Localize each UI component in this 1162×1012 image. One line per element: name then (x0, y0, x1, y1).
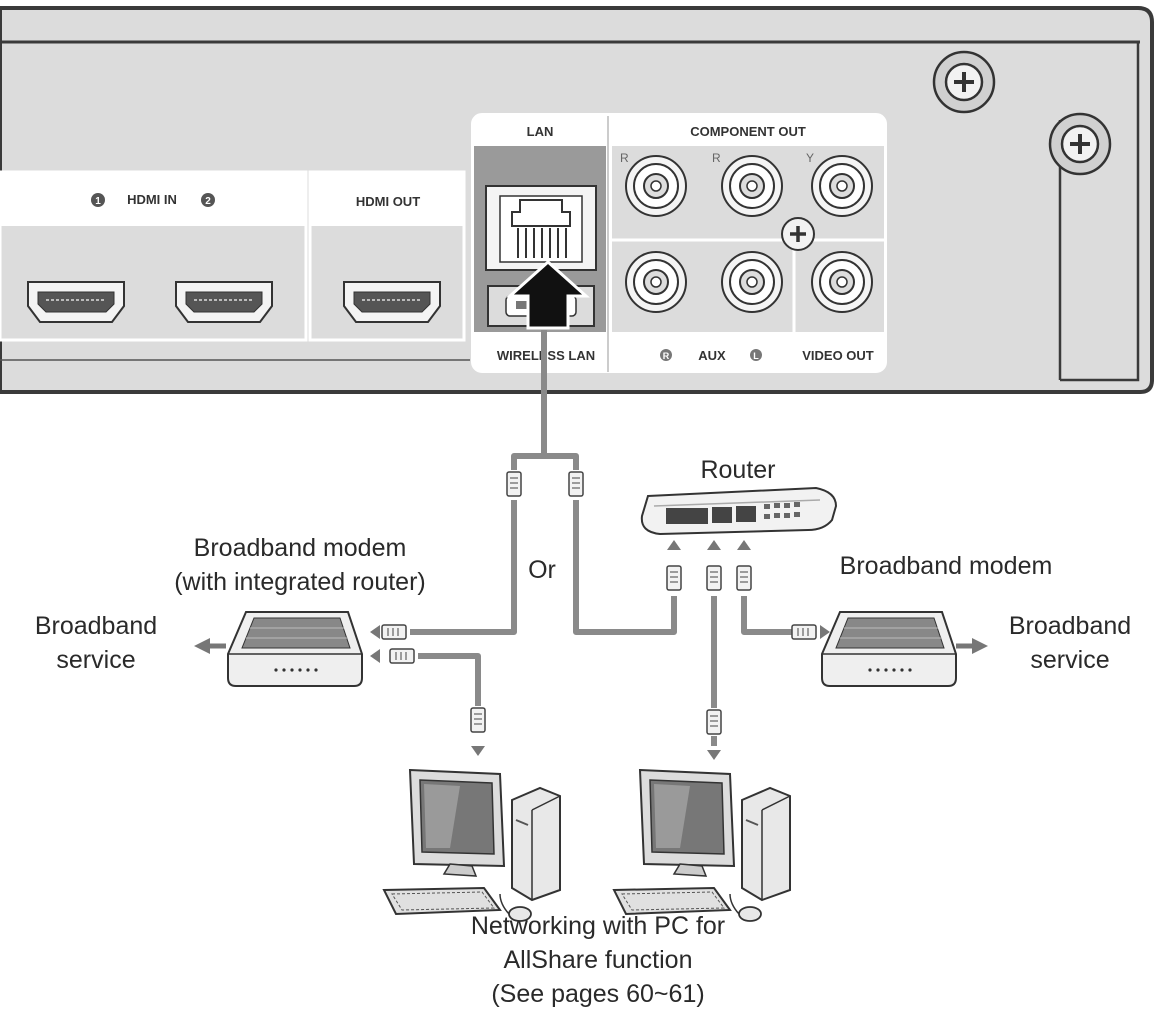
component-r2-mark: R (712, 151, 721, 165)
router-device (640, 486, 838, 536)
arrow-up-icon (506, 259, 590, 330)
lan-plug (791, 624, 817, 640)
broadband-service-arrow-left (194, 638, 226, 654)
component-pr-jack[interactable] (625, 155, 687, 217)
aux-l-jack[interactable] (721, 251, 783, 313)
lan-plug (568, 471, 584, 497)
component-out-label: COMPONENT OUT (690, 124, 806, 139)
hdmi-out-port[interactable] (343, 281, 441, 323)
screw-icon (932, 50, 996, 114)
hdmi-in-port1-number: 1 (95, 196, 101, 207)
arrow-icon (370, 540, 830, 760)
router-label: Router (700, 456, 775, 484)
aux-r-marker: R (663, 351, 670, 361)
lan-port[interactable] (485, 185, 597, 271)
hdmi-in-port-2[interactable] (175, 281, 273, 323)
hdmi-in-section: 1 HDMI IN 2 (0, 170, 308, 342)
hdmi-out-label: HDMI OUT (356, 194, 420, 209)
modem-integrated-label-line1: Broadband modem (194, 534, 407, 562)
lan-plug (506, 471, 522, 497)
pc-caption-line1: Networking with PC for (471, 912, 725, 940)
service-right-line1: Broadband (1009, 612, 1131, 640)
lan-plug (736, 565, 752, 591)
aux-l-marker: L (753, 351, 759, 361)
lan-plug (706, 565, 722, 591)
aux-label: AUX (698, 348, 726, 363)
lan-label: LAN (527, 124, 554, 139)
network-cables (410, 330, 792, 746)
pc-caption-line3: (See pages 60~61) (491, 980, 704, 1008)
broadband-modem-integrated-router (227, 611, 363, 687)
hdmi-in-port2-number: 2 (205, 196, 211, 207)
lan-plug (381, 624, 407, 640)
pc-right (613, 769, 791, 922)
video-out-label: VIDEO OUT (802, 348, 874, 363)
service-left-line2: service (56, 646, 135, 674)
video-out-jack[interactable] (811, 251, 873, 313)
broadband-modem (821, 611, 957, 687)
lan-plug (666, 565, 682, 591)
lan-plug (470, 707, 486, 733)
service-left-line1: Broadband (35, 612, 157, 640)
modem-integrated-label-line2: (with integrated router) (174, 568, 426, 596)
screw-icon (781, 217, 815, 251)
component-pb-jack[interactable] (721, 155, 783, 217)
service-right-line2: service (1030, 646, 1109, 674)
or-label: Or (528, 556, 556, 584)
lan-plug (389, 648, 415, 664)
component-y-jack[interactable] (811, 155, 873, 217)
hdmi-out-section: HDMI OUT (308, 170, 466, 342)
aux-r-jack[interactable] (625, 251, 687, 313)
component-r1-mark: R (620, 151, 629, 165)
hdmi-in-label: HDMI IN (127, 192, 177, 207)
modem-right-label: Broadband modem (840, 552, 1053, 580)
screw-icon (1048, 112, 1112, 176)
lan-plug (706, 709, 722, 735)
broadband-service-arrow-right (956, 638, 988, 654)
pc-caption-line2: AllShare function (503, 946, 692, 974)
pc-left (383, 769, 561, 922)
component-y-mark: Y (806, 151, 814, 165)
hdmi-in-port-1[interactable] (27, 281, 125, 323)
